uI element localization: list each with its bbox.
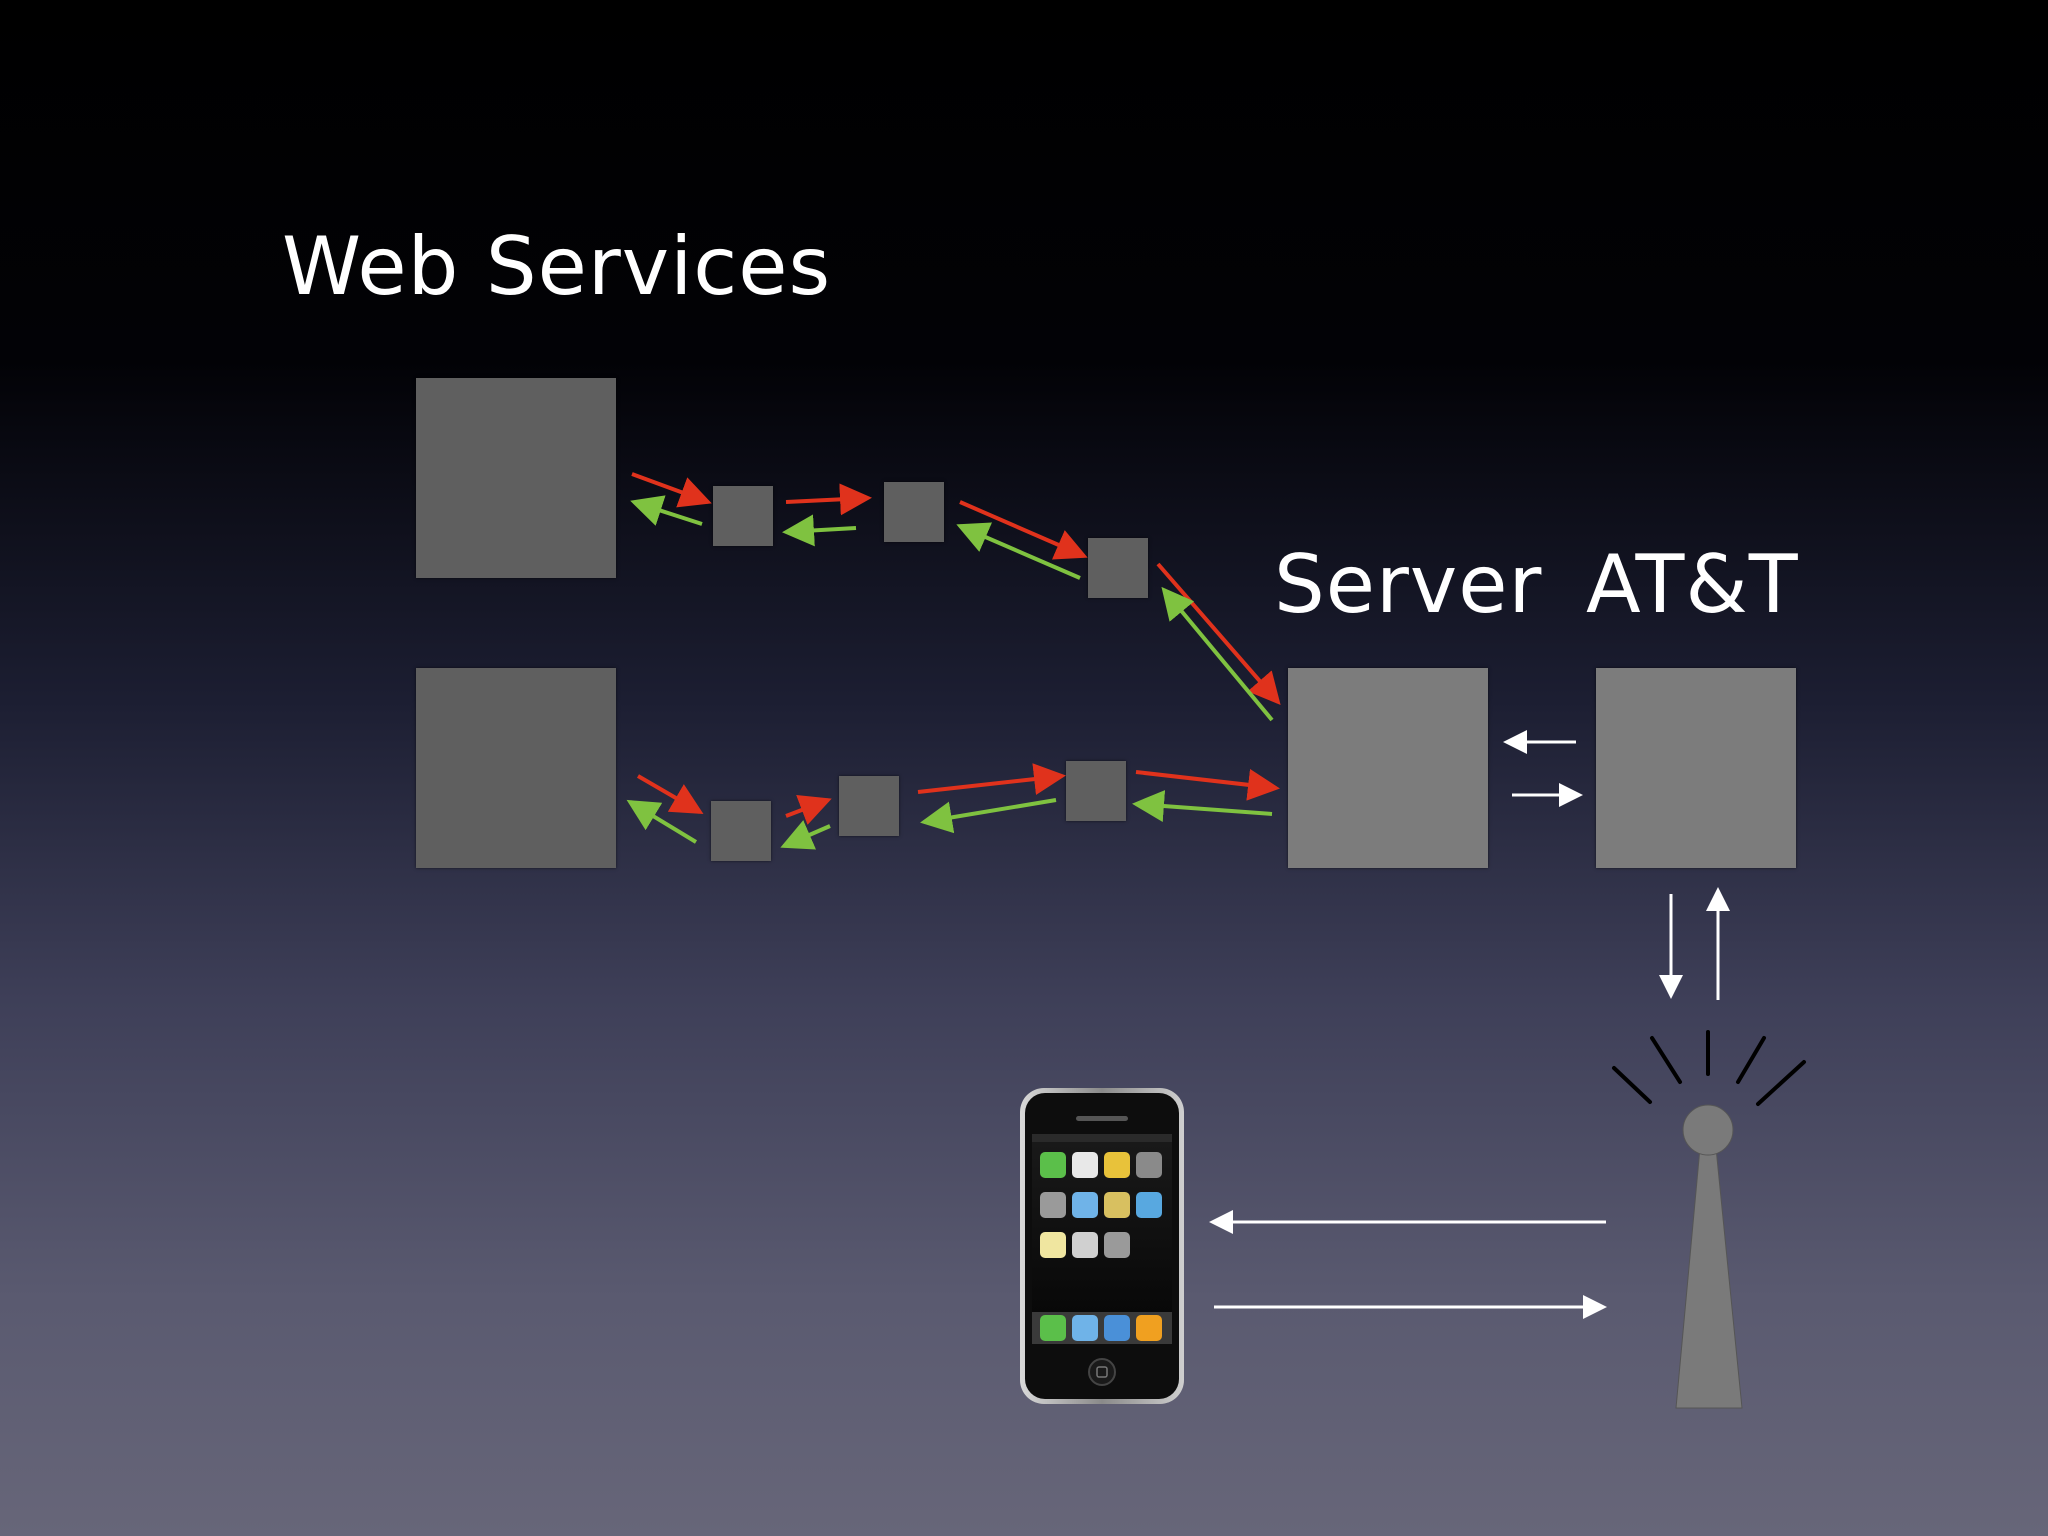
request-arrow (636, 774, 704, 815)
web-service-box-top (416, 378, 616, 578)
request-arrow (917, 763, 1066, 795)
iphone-icon (1020, 1088, 1184, 1404)
response-arrow (920, 798, 1057, 834)
request-arrow (1156, 562, 1281, 706)
bottom-chain-requests (636, 763, 1280, 825)
att-label: AT&T (1586, 538, 1799, 631)
top-chain-requests (631, 472, 1281, 706)
response-arrow (626, 799, 698, 844)
response-arrow (782, 514, 857, 547)
hop-node-bottom-2 (839, 776, 899, 836)
response-arrow (956, 522, 1081, 580)
request-arrow (1135, 768, 1280, 801)
response-arrow (1132, 790, 1273, 823)
top-chain-responses (630, 495, 1274, 722)
response-arrow (780, 820, 831, 850)
cell-tower-icon (1612, 1030, 1806, 1409)
hop-node-top-3 (1088, 538, 1148, 598)
web-services-title: Web Services (282, 220, 832, 313)
bottom-chain-responses (626, 790, 1273, 850)
hop-node-bottom-1 (711, 801, 771, 861)
hop-node-bottom-3 (1066, 761, 1126, 821)
request-arrow (959, 500, 1088, 560)
hop-node-top-2 (884, 482, 944, 542)
hop-node-top-1 (713, 486, 773, 546)
request-arrow (785, 795, 832, 825)
server-label: Server (1274, 538, 1543, 631)
att-box (1596, 668, 1796, 868)
web-service-box-bottom (416, 668, 616, 868)
server-box (1288, 668, 1488, 868)
response-arrow (630, 495, 703, 526)
response-arrow (1161, 586, 1274, 722)
request-arrow (631, 472, 712, 508)
request-arrow (785, 483, 872, 516)
